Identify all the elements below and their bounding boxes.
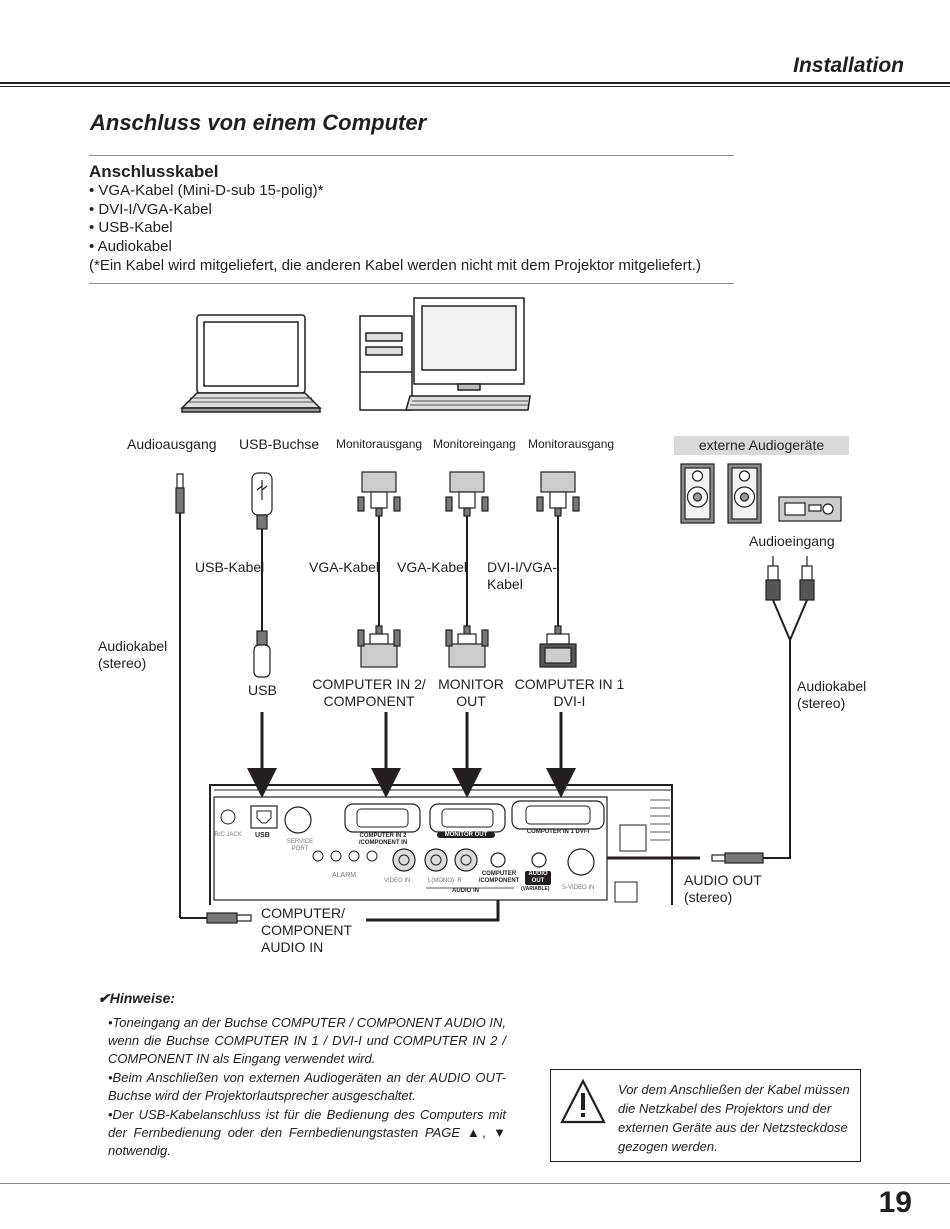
panel-label-service-port: SERVICE PORT [286,839,314,852]
panel-label-video-in: VIDEO IN [384,878,411,884]
label-vga-cable-2: VGA-Kabel [397,559,468,575]
panel-label-l-mono-r: L(MONO) R [428,878,462,884]
notes-heading: ✔Hinweise: [98,990,176,1006]
cables-heading: Anschlusskabel [89,162,219,181]
label-audio-out-pc: Audioausgang [127,436,217,452]
cables-note: (*Ein Kabel wird mitgeliefert, die ander… [89,257,701,274]
header-rule-thin [0,86,950,87]
panel-label-audio-in: AUDIO IN [452,888,479,894]
label-dvi-cable: DVI-I/VGA- [487,559,558,575]
vga-plug-bottom-icon [445,625,489,668]
label-monitor-out-2: Monitorausgang [528,437,615,451]
vga-plug-top-icon [357,471,401,517]
label-port-comp-audio-in-3: AUDIO IN [261,939,324,955]
page-title: Anschluss von einem Computer [90,110,427,135]
stereo-receiver-icon [778,496,842,522]
label-port-computer-in2-2: COMPONENT [323,693,415,709]
panel-label-computer-component: COMPUTER /COMPONENT [478,871,520,884]
panel-label-computer-in2: COMPUTER IN 2 /COMPONENT IN [358,833,408,846]
note-item: •Toneingang an der Buchse COMPUTER / COM… [108,1015,506,1066]
usb-plug-icon [251,472,273,530]
divider [89,283,734,284]
vga-plug-top-icon [536,471,580,517]
warning-text: Vor dem Anschließen der Kabel müssen die… [618,1082,850,1154]
cable-item: • VGA-Kabel (Mini-D-sub 15-polig)* [89,182,324,199]
label-audio-cable-left: Audiokabel [98,638,168,654]
laptop-icon [180,314,322,413]
cable-item: • DVI-I/VGA-Kabel [89,201,212,218]
label-port-comp-audio-in: COMPUTER/ [261,905,345,921]
panel-label-alarm: ALARM [332,872,357,879]
mini-jack-plug-left-icon [206,912,252,924]
mini-jack-plug-icon [175,473,185,524]
usb-b-plug-icon [253,630,271,678]
projector-terminal-panel [209,784,673,905]
divider [89,155,734,156]
header-rule [0,82,950,84]
desktop-computer-icon [359,297,531,411]
label-monitor-in: Monitoreingang [433,437,516,451]
label-monitor-out-1: Monitorausgang [336,437,423,451]
warning-triangle-icon [560,1078,606,1124]
label-port-monitor-out: MONITOR [438,676,504,692]
label-usb-cable: USB-Kabel [195,559,265,575]
label-usb-socket: USB-Buchse [239,436,320,452]
label-dvi-cable-2: Kabel [487,576,523,592]
label-audio-input: Audioeingang [749,533,835,549]
label-port-monitor-out-2: OUT [456,693,486,709]
panel-label-rc-jack: R/C JACK [214,832,242,838]
label-vga-cable-1: VGA-Kabel [309,559,380,575]
label-port-audio-out: AUDIO OUT [684,872,762,888]
warning-box [550,1069,861,1162]
page-number: 19 [878,1186,912,1219]
rca-plug-right-icon [799,556,815,601]
panel-label-s-video-in: S-VIDEO IN [562,885,595,891]
note-item: •Der USB-Kabelanschluss ist für die Bedi… [108,1107,506,1158]
label-audio-cable-right-2: (stereo) [797,695,846,711]
label-audio-cable-right: Audiokabel [797,678,867,694]
panel-label-computer-in1: COMPUTER IN 1 DVI-I [526,829,590,835]
panel-label-variable: (VARIABLE) [521,886,550,892]
speaker-right-icon [727,463,762,524]
vga-plug-bottom-icon [357,625,401,668]
label-port-computer-in1-2: DVI-I [553,693,586,709]
label-port-usb: USB [248,682,277,698]
section-label: Installation [793,54,904,77]
cable-item: • Audiokabel [89,238,172,255]
vga-plug-top-icon [445,471,489,517]
dvi-plug-bottom-icon [539,625,577,668]
label-port-comp-audio-in-2: COMPONENT [261,922,352,938]
panel-label-audio-out: AUDIO OUT [525,871,551,885]
mini-jack-plug-right-icon [711,852,764,864]
panel-label-monitor-out: MONITOR OUT [437,832,495,838]
cable-item: • USB-Kabel [89,219,173,236]
label-port-computer-in1: COMPUTER IN 1 [514,676,625,692]
label-external-audio: externe Audiogeräte [674,436,849,455]
panel-label-usb: USB [255,832,270,839]
speaker-left-icon [680,463,715,524]
note-item: •Beim Anschließen von externen Audiogerä… [108,1070,506,1103]
cables [179,516,808,919]
label-port-audio-out-2: (stereo) [684,889,733,905]
label-audio-cable-left-2: (stereo) [98,655,147,671]
label-port-computer-in2: COMPUTER IN 2/ [312,676,426,692]
rca-plug-left-icon [765,556,781,601]
footer-rule [0,1183,950,1184]
